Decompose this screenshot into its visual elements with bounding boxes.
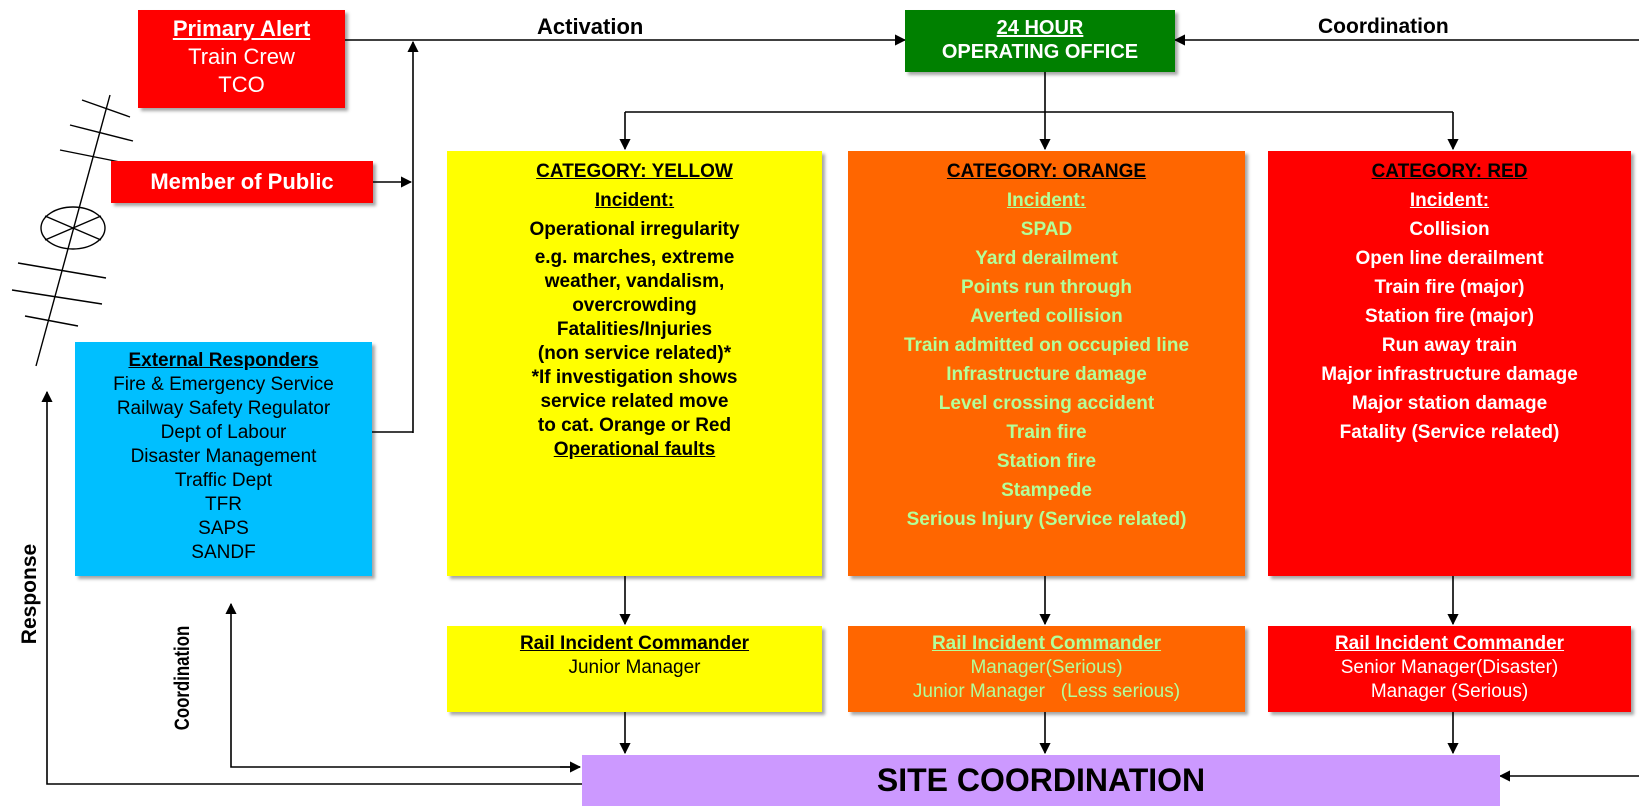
operating-office-subtitle: OPERATING OFFICE: [941, 41, 1139, 63]
coordination-left-arrow: [225, 602, 580, 768]
commander-yellow-line: Junior Manager: [568, 657, 701, 678]
category-orange-item: Yard derailment: [975, 248, 1118, 269]
coordination-left-label: Coordination: [171, 625, 194, 731]
category-orange-item: Serious Injury (Service related): [906, 509, 1187, 530]
category-red-item: Station fire (major): [1365, 306, 1534, 327]
category-orange-box: CATEGORY: ORANGE Incident: SPAD Yard der…: [848, 151, 1245, 576]
external-responders-box: External Responders Fire & Emergency Ser…: [75, 342, 372, 576]
commander-red-box: Rail Incident Commander Senior Manager(D…: [1268, 626, 1631, 712]
commander-red-title: Rail Incident Commander: [1334, 633, 1565, 654]
primary-alert-line: TCO: [218, 72, 265, 97]
category-red-item: Fatality (Service related): [1339, 422, 1560, 443]
category-yellow-title: CATEGORY: YELLOW: [536, 161, 733, 182]
response-arrow: [41, 390, 582, 785]
primary-alert-title: Primary Alert: [172, 16, 311, 41]
category-orange-incident: Incident:: [1006, 190, 1087, 211]
category-yellow-item: to cat. Orange or Red: [537, 415, 732, 436]
commander-yellow-title: Rail Incident Commander: [519, 633, 750, 654]
category-orange-item: Infrastructure damage: [946, 364, 1147, 385]
primary-alert-box: Primary Alert Train Crew TCO: [138, 10, 345, 108]
external-responder-item: SAPS: [198, 518, 249, 539]
commander-orange-line: Manager(Serious): [970, 657, 1123, 678]
railway-signal-icon: [11, 94, 134, 367]
category-yellow-item: weather, vandalism,: [544, 271, 725, 292]
category-red-incident: Incident:: [1409, 190, 1490, 211]
category-orange-item: Level crossing accident: [938, 393, 1155, 414]
category-orange-item: Station fire: [996, 451, 1097, 472]
category-red-item: Major infrastructure damage: [1321, 364, 1578, 385]
category-yellow-incident: Incident:: [594, 190, 675, 211]
external-responder-item: Dept of Labour: [160, 422, 287, 443]
external-responder-item: SANDF: [191, 542, 256, 563]
response-label: Response: [18, 543, 41, 645]
member-of-public-label: Member of Public: [150, 169, 334, 194]
category-yellow-item: e.g. marches, extreme: [534, 247, 735, 268]
commander-orange-box: Rail Incident Commander Manager(Serious)…: [848, 626, 1245, 712]
category-orange-item: Stampede: [1001, 480, 1092, 501]
external-responder-item: Railway Safety Regulator: [116, 398, 331, 419]
category-red-box: CATEGORY: RED Incident: Collision Open l…: [1268, 151, 1631, 576]
category-yellow-item: service related move: [540, 391, 729, 412]
commander-red-line: Senior Manager(Disaster): [1340, 657, 1559, 678]
category-red-title: CATEGORY: RED: [1371, 161, 1528, 182]
category-yellow-box: CATEGORY: YELLOW Incident: Operational i…: [447, 151, 822, 576]
category-red-item: Major station damage: [1351, 393, 1548, 414]
site-coordination-title: SITE COORDINATION: [876, 762, 1206, 798]
category-yellow-footer: Operational faults: [553, 439, 716, 460]
category-yellow-item: (non service related)*: [537, 343, 732, 364]
activation-label: Activation: [537, 14, 644, 39]
category-orange-item: SPAD: [1020, 219, 1073, 240]
category-red-item: Train fire (major): [1374, 277, 1525, 298]
category-red-item: Open line derailment: [1355, 248, 1544, 269]
commander-red-line: Manager (Serious): [1370, 681, 1529, 702]
category-yellow-item: *If investigation shows: [531, 367, 738, 388]
primary-alert-line: Train Crew: [188, 44, 295, 69]
category-orange-item: Train fire: [1006, 422, 1087, 443]
category-orange-item: Points run through: [961, 277, 1132, 298]
category-red-item: Collision: [1409, 219, 1490, 240]
category-yellow-item: overcrowding: [572, 295, 697, 316]
external-responders-title: External Responders: [128, 350, 319, 371]
category-yellow-item: Fatalities/Injuries: [556, 319, 713, 340]
external-responder-item: Disaster Management: [130, 446, 317, 467]
category-yellow-item: Operational irregularity: [529, 219, 740, 240]
operating-office-title: 24 HOUR: [996, 17, 1084, 39]
category-orange-title: CATEGORY: ORANGE: [946, 161, 1147, 182]
site-coordination-box: SITE COORDINATION: [582, 755, 1500, 806]
commander-orange-title: Rail Incident Commander: [931, 633, 1162, 654]
external-responder-item: Traffic Dept: [174, 470, 273, 491]
category-orange-item: Train admitted on occupied line: [903, 335, 1190, 356]
commander-yellow-box: Rail Incident Commander Junior Manager: [447, 626, 822, 712]
category-orange-item: Averted collision: [970, 306, 1123, 327]
member-of-public-box: Member of Public: [111, 161, 373, 203]
operating-office-box: 24 HOUR OPERATING OFFICE: [905, 10, 1175, 72]
external-responder-item: TFR: [205, 494, 242, 515]
external-responder-item: Fire & Emergency Service: [113, 374, 334, 395]
category-red-item: Run away train: [1381, 335, 1518, 356]
coordination-top-label: Coordination: [1318, 15, 1449, 38]
commander-orange-line: Junior Manager (Less serious): [912, 681, 1181, 702]
